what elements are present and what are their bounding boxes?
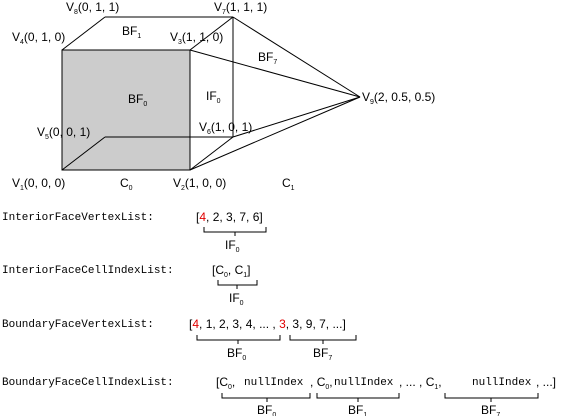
label-bf1: BF1	[122, 24, 141, 40]
pyramid-edges	[189, 16, 361, 171]
interior-face-vertex-list: InteriorFaceVertexList: [4, 2, 3, 7, 6] …	[2, 210, 267, 254]
label-c0: C0	[120, 176, 133, 192]
list-name: InteriorFaceVertexList:	[2, 212, 154, 224]
vertex-label-v9: V9(2, 0.5, 0.5)	[362, 90, 435, 106]
list-values: [C0, C1]	[212, 263, 251, 279]
list-sep-2: , ... , C1,	[399, 375, 442, 391]
list-tail: , ...]	[536, 375, 556, 389]
vertex-label-v1: V1(0, 0, 0)	[12, 176, 65, 192]
vertex-label-v5: V5(0, 0, 1)	[37, 125, 90, 141]
vertex-label-v2: V2(1, 0, 0)	[173, 176, 226, 192]
list-name: BoundaryFaceVertexList:	[2, 319, 154, 331]
cube-edges	[61, 16, 234, 171]
vertex-label-v7: V7(1, 1, 1)	[214, 0, 267, 16]
brace-bf0-cells	[221, 393, 311, 402]
brace-label-bf1-cells: BF1	[348, 403, 367, 416]
list-values: [4, 1, 2, 3, 4, ... , 3, 3, 9, 7, ...]	[189, 317, 346, 331]
brace-if0-cells	[217, 280, 258, 289]
list-name: BoundaryFaceCellIndexList:	[2, 377, 174, 389]
vertex-label-v8: V8(0, 1, 1)	[66, 0, 119, 16]
brace-label-if0: IF0	[225, 238, 240, 254]
brace-label-bf0: BF0	[227, 346, 246, 362]
null-index-1: nullIndex	[244, 377, 304, 389]
list-values: [4, 2, 3, 7, 6]	[196, 210, 263, 224]
vertex-labels: V1(0, 0, 0) V2(1, 0, 0) V3(1, 1, 0) V4(0…	[12, 0, 435, 192]
list-name: InteriorFaceCellIndexList:	[2, 265, 174, 277]
face-labels: BF0 BF1 BF7 IF0 C0 C1	[120, 24, 295, 192]
brace-label-if0-cells: IF0	[229, 291, 244, 307]
label-bf0: BF0	[128, 92, 147, 108]
brace-bf7-cells	[444, 393, 539, 402]
label-if0: IF0	[206, 89, 221, 105]
list-open: [C0,	[216, 375, 235, 391]
brace-bf7	[289, 335, 357, 344]
list-sep-1: , C0,	[310, 375, 333, 391]
vertex-label-v3: V3(1, 1, 0)	[170, 30, 223, 46]
null-index-3: nullIndex	[472, 377, 532, 389]
vertex-label-v4: V4(0, 1, 0)	[12, 30, 65, 46]
brace-label-bf0-cells: BF0	[257, 403, 276, 416]
brace-bf0	[196, 335, 281, 344]
boundary-face-cell-index-list: BoundaryFaceCellIndexList: [C0, nullInde…	[2, 375, 556, 416]
vertex-label-v6: V6(1, 0, 1)	[199, 120, 252, 136]
brace-bf1-cells	[316, 393, 400, 402]
null-index-2: nullIndex	[334, 377, 394, 389]
interior-face-cell-index-list: InteriorFaceCellIndexList: [C0, C1] IF0	[2, 263, 258, 307]
label-c1: C1	[282, 176, 295, 192]
boundary-face-vertex-list: BoundaryFaceVertexList: [4, 1, 2, 3, 4, …	[2, 317, 357, 362]
brace-label-bf7: BF7	[313, 346, 332, 362]
brace-label-bf7-cells: BF7	[481, 403, 500, 416]
boundary-face-0	[61, 49, 191, 171]
label-bf7: BF7	[258, 50, 277, 66]
brace-if0	[203, 227, 267, 236]
